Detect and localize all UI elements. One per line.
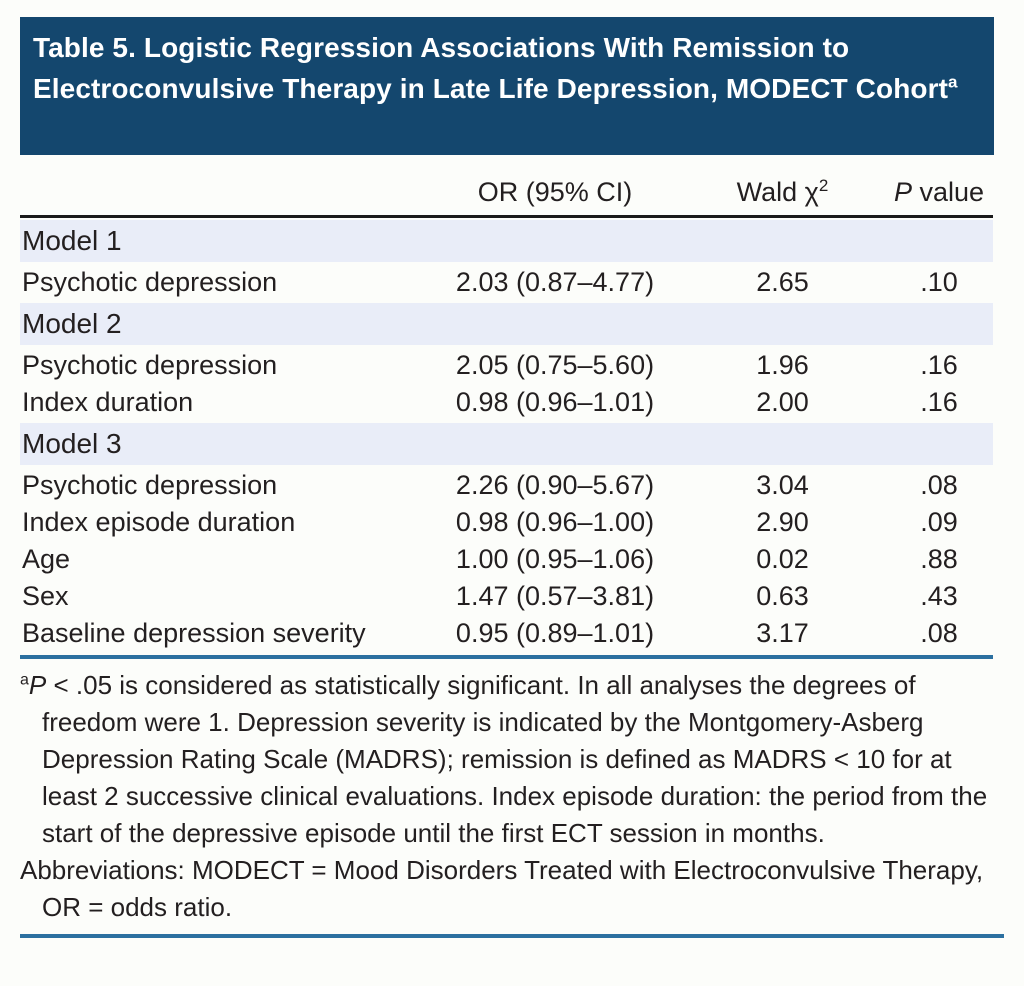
row-p-value: .16: [920, 350, 958, 380]
section-label: Model 2: [22, 308, 122, 339]
row-label: Psychotic depression: [22, 470, 278, 500]
row-wald-value: 2.90: [756, 507, 809, 537]
row-or-ci-value: 0.98 (0.96–1.01): [455, 387, 655, 417]
footnote-abbreviations: Abbreviations: MODECT = Mood Disorders T…: [20, 855, 984, 922]
row-wald-value: 2.65: [756, 267, 809, 297]
row-wald-value: 3.04: [756, 470, 809, 500]
row-or-ci-value: 2.26 (0.90–5.67): [455, 470, 655, 500]
row-or-ci-value: 2.05 (0.75–5.60): [455, 350, 655, 380]
table-row: Age 1.00 (0.95–1.06) 0.02 .88: [20, 541, 993, 578]
table-title-text: Table 5. Logistic Regression Association…: [33, 32, 949, 104]
table-row: Sex 1.47 (0.57–3.81) 0.63 .43: [20, 578, 993, 615]
table-row: Baseline depression severity 0.95 (0.89–…: [20, 615, 993, 652]
table-row: Index duration 0.98 (0.96–1.01) 2.00 .16: [20, 384, 993, 421]
table-row: Psychotic depression 2.26 (0.90–5.67) 3.…: [20, 467, 993, 504]
row-wald-value: 1.96: [756, 350, 809, 380]
table-title-footnote-marker: a: [948, 72, 958, 92]
row-or-ci-value: 2.03 (0.87–4.77): [455, 267, 655, 297]
row-p-value: .88: [920, 544, 958, 574]
header-or-ci: OR (95% CI): [477, 177, 633, 207]
row-label: Baseline depression severity: [22, 618, 366, 648]
row-p-value: .08: [920, 470, 958, 500]
header-p-value: P value: [885, 177, 993, 208]
table-bottom-rule: [20, 655, 993, 659]
section-label: Model 1: [22, 225, 122, 256]
row-label: Index duration: [22, 387, 194, 417]
table-title: Table 5. Logistic Regression Association…: [33, 27, 978, 109]
footnote-p-italic: P: [28, 670, 47, 700]
table-header-row: OR (95% CI) Wald χ2 P value: [20, 162, 993, 215]
section-header-model-3: Model 3: [20, 423, 993, 465]
row-or-ci-value: 1.47 (0.57–3.81): [455, 581, 655, 611]
section-header-model-1: Model 1: [20, 220, 993, 262]
header-p-value-text: value: [911, 177, 985, 207]
row-label: Psychotic depression: [22, 267, 278, 297]
footnote-a-text: < .05 is considered as statistically sig…: [42, 670, 988, 848]
row-or-ci-value: 0.98 (0.96–1.00): [455, 507, 655, 537]
row-p-value: .16: [920, 387, 958, 417]
row-label: Sex: [22, 581, 69, 611]
header-wald-text: Wald χ: [736, 177, 819, 207]
header-divider-rule: [20, 215, 993, 218]
section-label: Model 3: [22, 428, 122, 459]
row-p-value: .10: [920, 267, 958, 297]
row-wald-value: 0.02: [756, 544, 809, 574]
row-label: Psychotic depression: [22, 350, 278, 380]
paper-table-figure: Table 5. Logistic Regression Association…: [20, 17, 1004, 938]
row-or-ci-value: 0.95 (0.89–1.01): [455, 618, 655, 648]
figure-bottom-rule: [20, 934, 1004, 938]
row-wald-value: 0.63: [756, 581, 809, 611]
table-footnotes: aP < .05 is considered as statistically …: [20, 667, 993, 926]
row-wald-value: 2.00: [756, 387, 809, 417]
regression-table: OR (95% CI) Wald χ2 P value Model 1 Psyc…: [20, 162, 993, 659]
section-header-model-2: Model 2: [20, 303, 993, 345]
row-p-value: .43: [920, 581, 958, 611]
header-p-italic: P: [893, 177, 912, 207]
table-title-bar: Table 5. Logistic Regression Association…: [20, 17, 994, 155]
footnote-a: aP < .05 is considered as statistically …: [20, 667, 993, 852]
table-row: Psychotic depression 2.03 (0.87–4.77) 2.…: [20, 264, 993, 301]
row-or-ci-value: 1.00 (0.95–1.06): [455, 544, 655, 574]
header-wald-chi-squared: Wald χ2: [680, 177, 885, 208]
footnote-a-marker: a: [20, 671, 29, 689]
row-p-value: .08: [920, 618, 958, 648]
row-p-value: .09: [920, 507, 958, 537]
table-row: Index episode duration 0.98 (0.96–1.00) …: [20, 504, 993, 541]
row-wald-value: 3.17: [756, 618, 809, 648]
row-label: Age: [22, 544, 71, 574]
header-wald-exponent: 2: [818, 176, 829, 195]
row-label: Index episode duration: [22, 507, 296, 537]
table-row: Psychotic depression 2.05 (0.75–5.60) 1.…: [20, 347, 993, 384]
